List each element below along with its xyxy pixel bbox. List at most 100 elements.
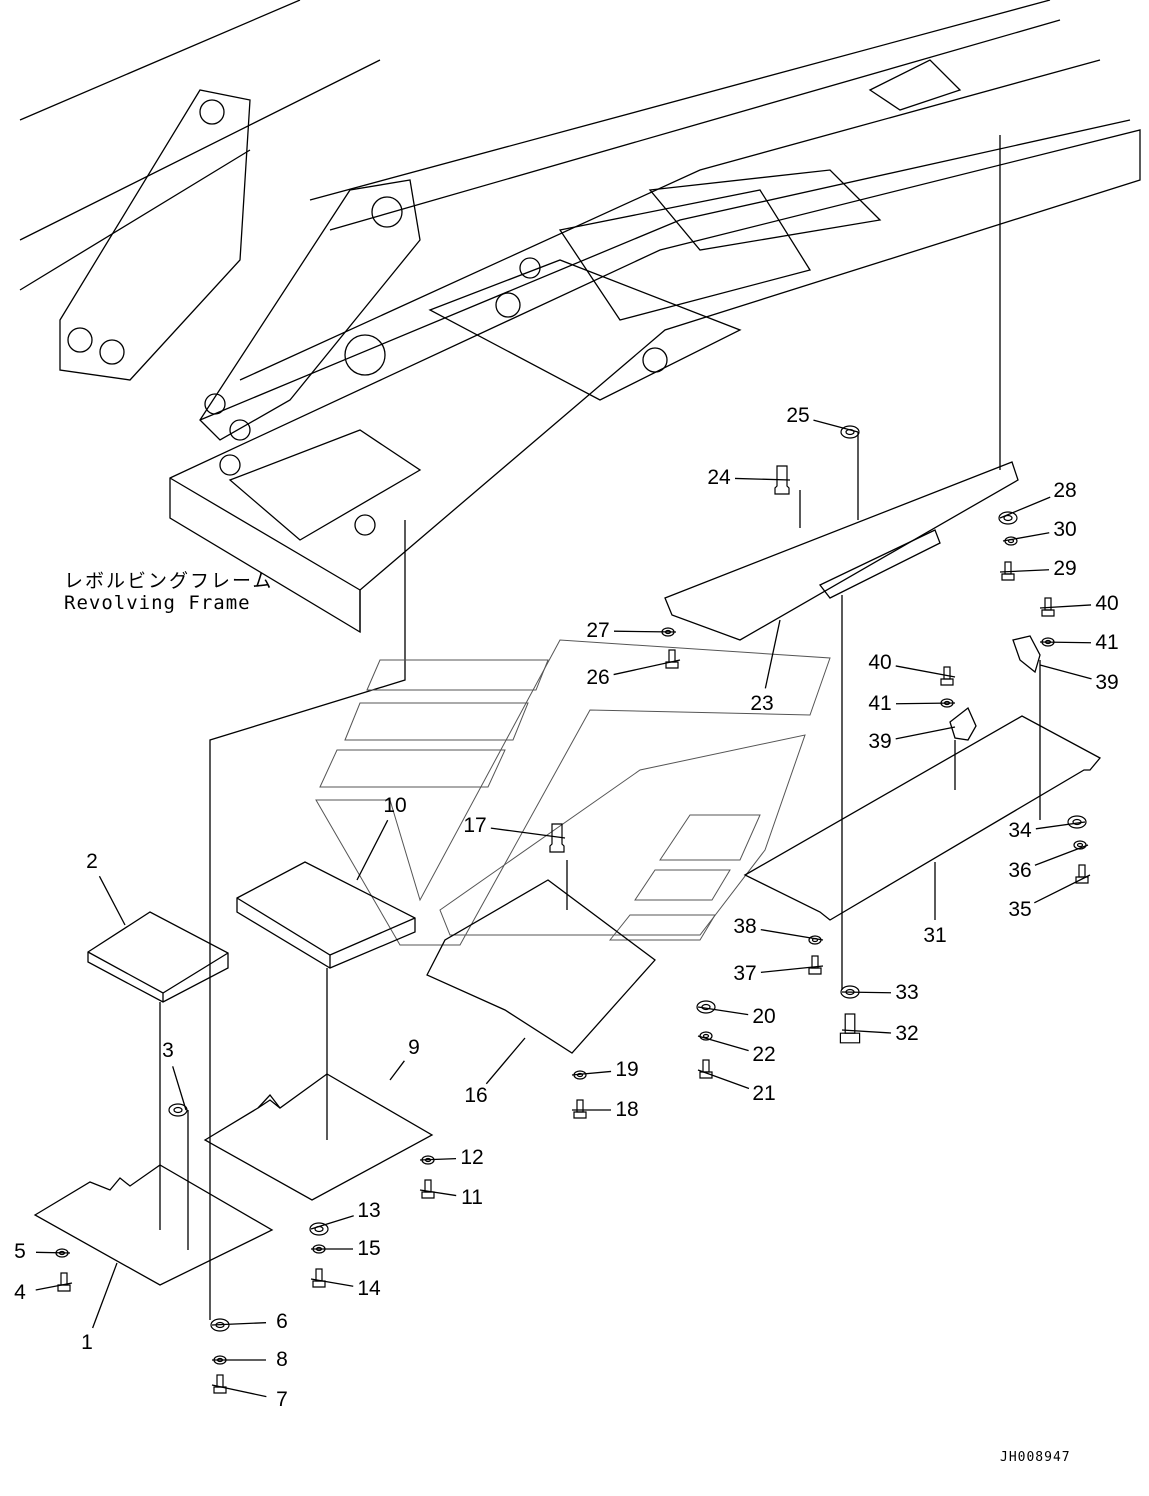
leader-line xyxy=(211,1322,267,1326)
bolt-icon xyxy=(1075,864,1089,884)
spring-washer-icon xyxy=(1041,637,1055,647)
callout-20: 20 xyxy=(752,1005,776,1028)
callout-31: 31 xyxy=(923,924,947,947)
pad-2 xyxy=(87,911,229,1003)
bolt-icon xyxy=(808,955,822,975)
frame-caption-english: Revolving Frame xyxy=(64,592,251,614)
spring-washer-icon xyxy=(661,627,675,637)
callout-28: 28 xyxy=(1053,479,1077,502)
cover-23 xyxy=(664,461,1019,641)
callout-leaders xyxy=(35,419,1092,1398)
leader-line xyxy=(841,1029,892,1034)
washer-icon xyxy=(309,1222,329,1236)
pin-icon xyxy=(774,465,790,495)
leader-line xyxy=(1039,604,1092,609)
callout-27: 27 xyxy=(586,619,610,642)
leader-line xyxy=(389,1060,405,1081)
bolt-icon xyxy=(421,1179,435,1199)
spring-washer-icon xyxy=(421,1155,435,1165)
spring-washer-icon xyxy=(213,1355,227,1365)
leader-line xyxy=(485,1037,526,1085)
callout-38: 38 xyxy=(733,915,757,938)
drawing-id: JH008947 xyxy=(1000,1450,1071,1465)
callout-16: 16 xyxy=(464,1084,488,1107)
callout-15: 15 xyxy=(357,1237,381,1260)
leader-line xyxy=(999,496,1051,519)
callout-1: 1 xyxy=(81,1331,93,1354)
callout-35: 35 xyxy=(1008,898,1032,921)
frame-caption-japanese: レボルビングフレーム xyxy=(64,570,274,592)
callout-18: 18 xyxy=(615,1098,639,1121)
callout-17: 17 xyxy=(463,814,487,837)
spring-washer-icon xyxy=(312,1244,326,1254)
callout-25: 25 xyxy=(786,404,810,427)
callout-5: 5 xyxy=(14,1240,26,1263)
leader-line xyxy=(764,619,781,689)
leader-line xyxy=(35,1282,73,1291)
leader-line xyxy=(98,875,126,926)
leader-line xyxy=(356,819,389,881)
spring-washer-icon xyxy=(699,1031,713,1041)
callout-10: 10 xyxy=(383,794,407,817)
spring-washer-icon xyxy=(808,935,822,945)
leader-line xyxy=(895,726,956,740)
bolt-icon xyxy=(839,1013,861,1044)
spring-washer-icon xyxy=(1073,840,1087,850)
leader-line xyxy=(697,1006,749,1016)
leader-line xyxy=(1035,821,1086,830)
callout-4: 4 xyxy=(14,1281,26,1304)
watermark-logo xyxy=(315,639,831,946)
spring-washer-icon xyxy=(55,1248,69,1258)
callout-8: 8 xyxy=(276,1348,288,1371)
callout-32: 32 xyxy=(895,1022,919,1045)
cover-9 xyxy=(203,1073,434,1201)
callout-41: 41 xyxy=(1095,631,1119,654)
bolt-icon xyxy=(665,649,679,669)
leader-line xyxy=(999,569,1050,573)
spring-washer-icon xyxy=(1004,536,1018,546)
pad-10 xyxy=(236,861,416,969)
revolving-frame xyxy=(19,0,1141,1320)
callout-19: 19 xyxy=(615,1058,639,1081)
callout-41: 41 xyxy=(868,692,892,715)
bolt-icon xyxy=(940,666,954,686)
leader-line xyxy=(1034,874,1091,904)
leader-line xyxy=(697,1035,749,1052)
pin-icon xyxy=(549,823,565,853)
leader-line xyxy=(172,1066,187,1111)
leader-line xyxy=(613,630,677,633)
leader-line xyxy=(1039,664,1092,680)
washer-icon xyxy=(210,1318,230,1332)
callout-23: 23 xyxy=(750,692,774,715)
callout-34: 34 xyxy=(1008,819,1032,842)
leader-line xyxy=(571,1070,612,1076)
callout-39: 39 xyxy=(1095,671,1119,694)
bolt-icon xyxy=(312,1268,326,1288)
spring-washer-icon xyxy=(573,1070,587,1080)
spring-washer-icon xyxy=(940,698,954,708)
fasteners xyxy=(55,425,1089,1394)
callout-3: 3 xyxy=(162,1039,174,1062)
bolt-icon xyxy=(1041,597,1055,617)
washer-icon xyxy=(998,511,1018,525)
washer-icon xyxy=(696,1000,716,1014)
callout-12: 12 xyxy=(460,1146,484,1169)
callout-21: 21 xyxy=(752,1082,776,1105)
callout-22: 22 xyxy=(752,1043,776,1066)
leader-line xyxy=(1034,844,1089,866)
callout-40: 40 xyxy=(1095,592,1119,615)
callout-7: 7 xyxy=(276,1388,288,1411)
washer-icon xyxy=(168,1103,188,1117)
washer-icon xyxy=(840,425,860,439)
callout-33: 33 xyxy=(895,981,919,1004)
leader-line xyxy=(760,928,824,941)
bolt-icon xyxy=(1001,561,1015,581)
callout-6: 6 xyxy=(276,1310,288,1333)
bolt-icon xyxy=(699,1059,713,1079)
leader-line xyxy=(419,1189,457,1197)
washer-icon xyxy=(1067,815,1087,829)
leader-line xyxy=(92,1262,118,1329)
leader-line xyxy=(490,827,566,839)
callout-40: 40 xyxy=(868,651,892,674)
